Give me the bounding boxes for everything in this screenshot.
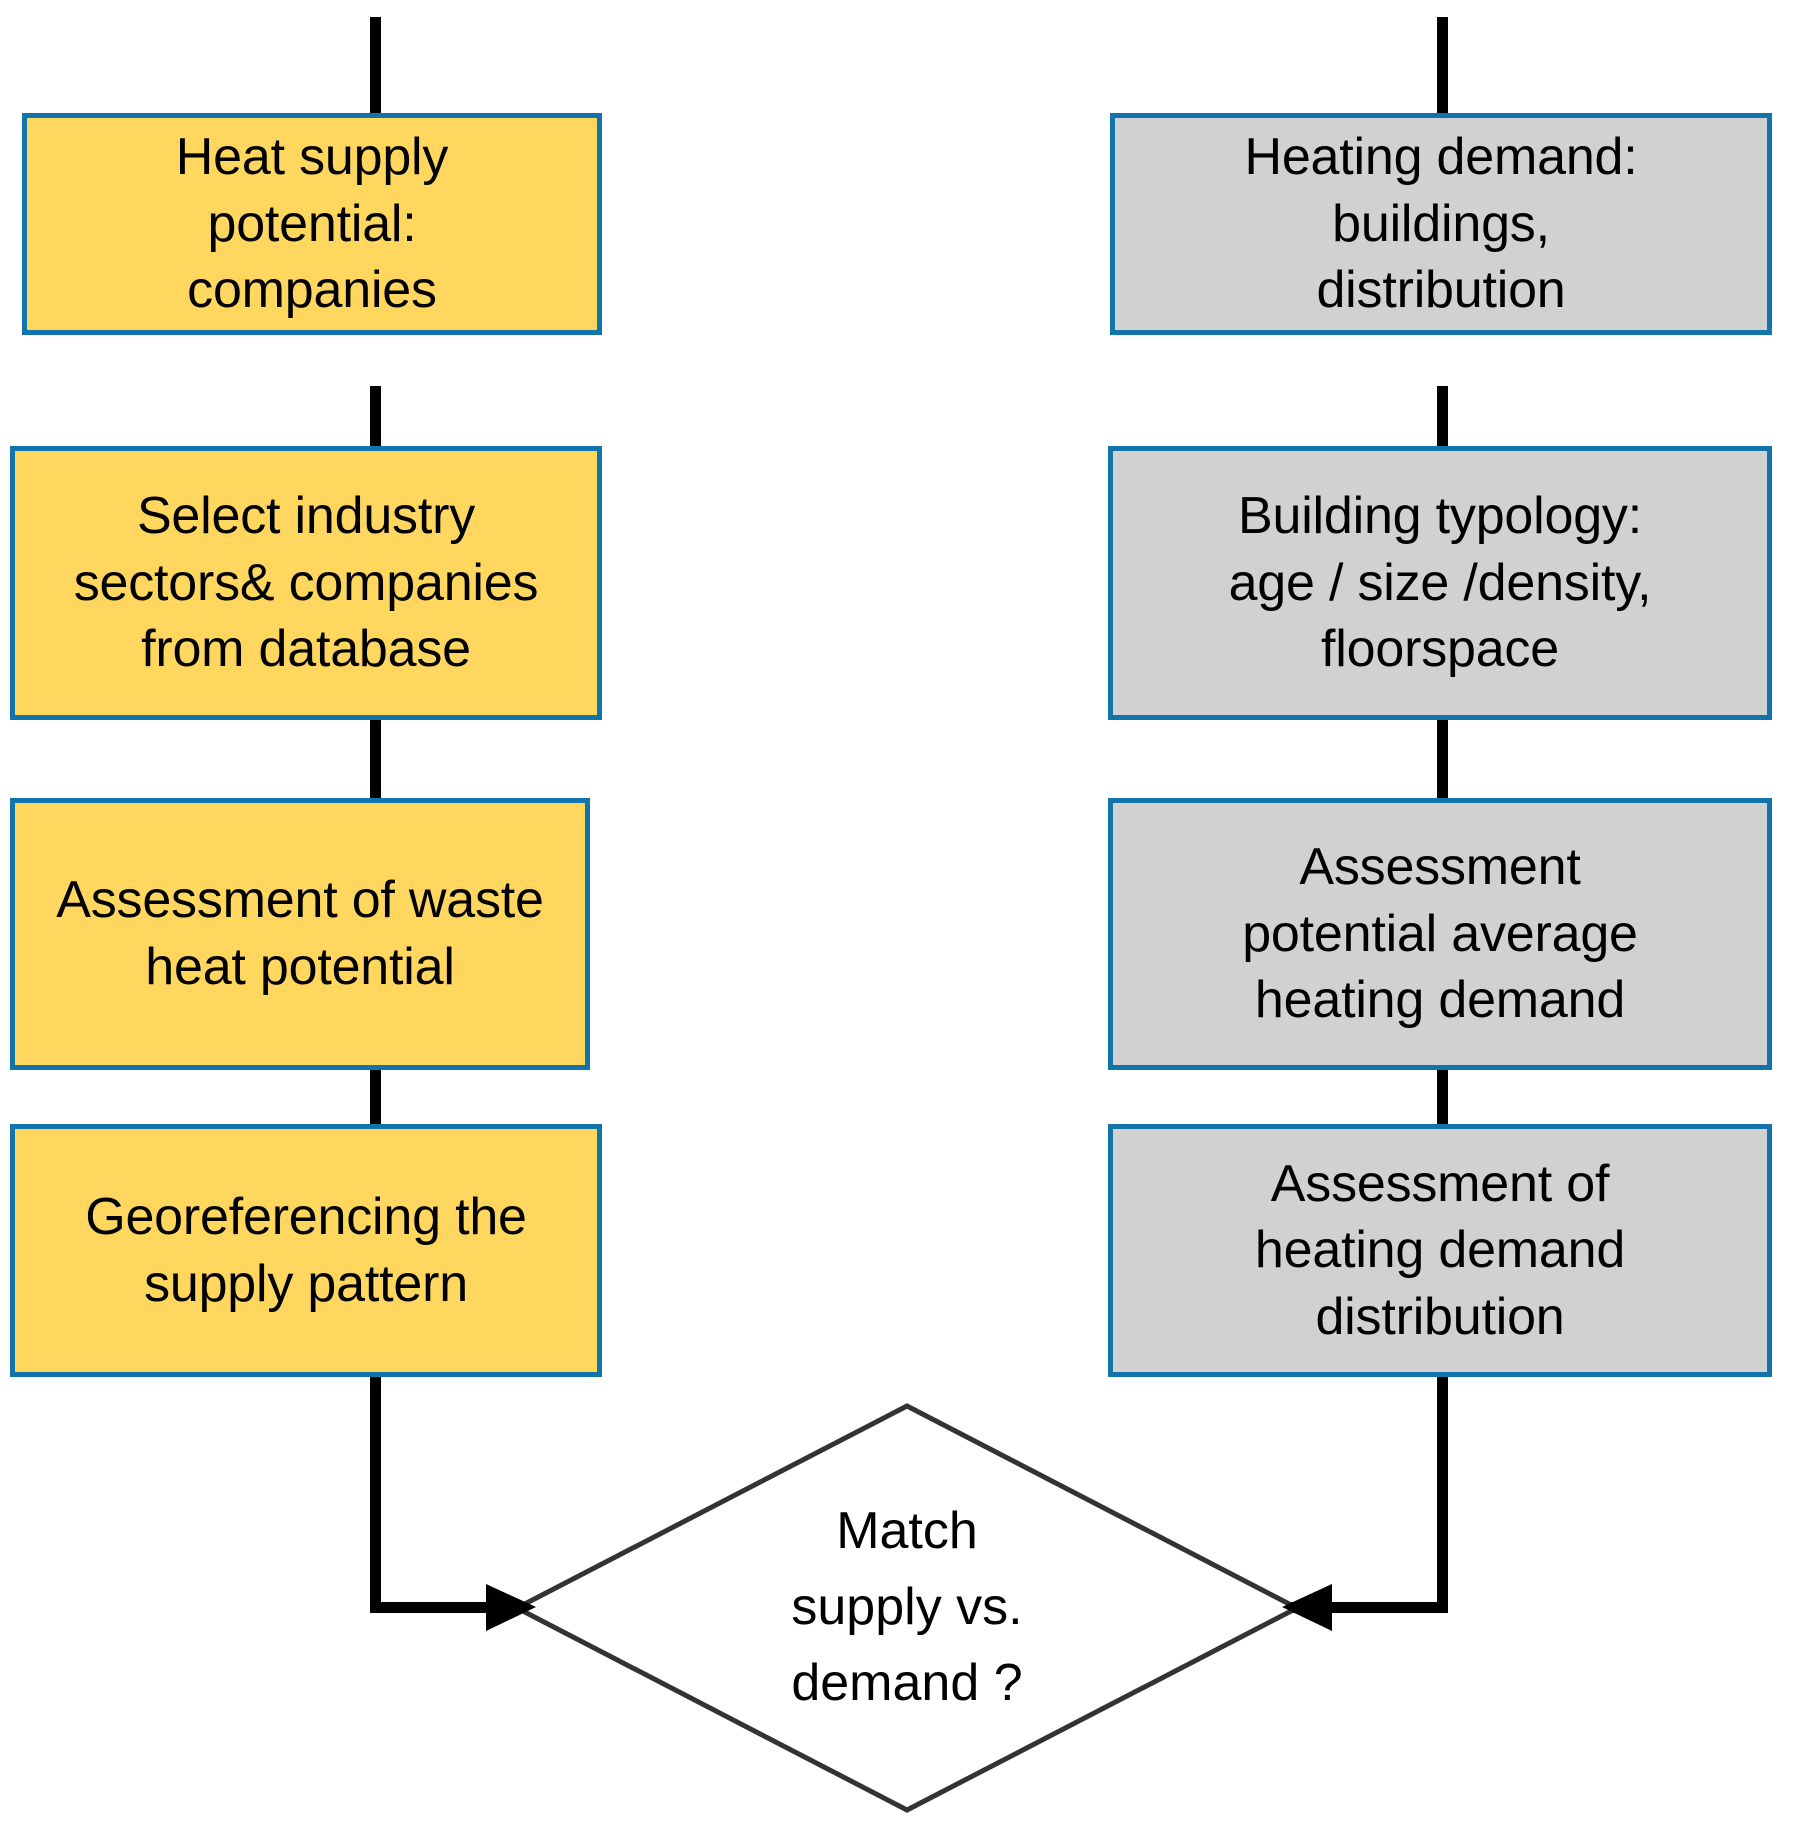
node-supply-2[interactable]: Select industry sectors& companies from … — [10, 446, 602, 720]
connector-demand-4-to-decision-horizontal — [1288, 1602, 1448, 1613]
connector-supply-3-to-supply-4 — [370, 1070, 381, 1124]
connector-demand-1-to-demand-2 — [1437, 386, 1448, 446]
connector-supply-4-to-decision-vertical — [370, 1377, 381, 1613]
node-demand-2[interactable]: Building typology: age / size /density, … — [1108, 446, 1772, 720]
connector-supply-4-to-decision-horizontal — [370, 1602, 530, 1613]
node-supply-1[interactable]: Heat supply potential: companies — [22, 113, 602, 335]
node-match-decision[interactable]: Match supply vs. demand ? — [513, 1402, 1301, 1814]
node-demand-1[interactable]: Heating demand: buildings, distribution — [1110, 113, 1772, 335]
node-demand-3[interactable]: Assessment potential average heating dem… — [1108, 798, 1772, 1070]
node-supply-3[interactable]: Assessment of waste heat potential — [10, 798, 590, 1070]
diamond-shape — [513, 1403, 1301, 1813]
node-demand-4[interactable]: Assessment of heating demand distributio… — [1108, 1124, 1772, 1377]
node-match-decision-label: Match supply vs. demand ? — [791, 1502, 1023, 1712]
connector-supply-2-to-supply-3 — [370, 720, 381, 798]
node-supply-4[interactable]: Georeferencing the supply pattern — [10, 1124, 602, 1377]
connector-supply-1-to-supply-2 — [370, 386, 381, 446]
connector-demand-4-to-decision-vertical — [1437, 1377, 1448, 1613]
connector-top-entry-supply — [370, 17, 381, 122]
connector-demand-2-to-demand-3 — [1437, 720, 1448, 798]
connector-top-entry-demand — [1437, 17, 1448, 122]
connector-demand-3-to-demand-4 — [1437, 1070, 1448, 1124]
